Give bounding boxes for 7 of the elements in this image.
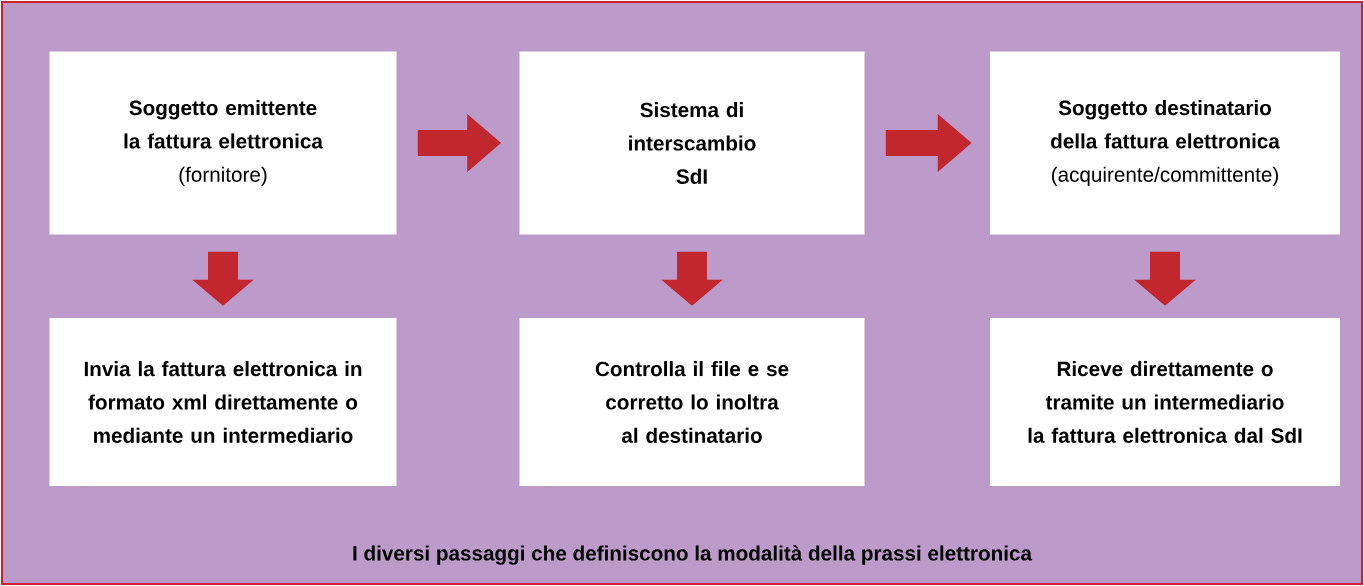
process-box: Soggetto destinatario della fattura elettronica (acquirente/committente) [990,51,1340,235]
process-box: Sistema di interscambio SdI [519,51,865,235]
caption: I diversi passaggi che definiscono la modalità della prassi elettronica [353,545,1033,565]
process-box: Riceve direttamente o tramite un intermediario la fattura elettronica dal SdI [990,318,1340,486]
process-box: Invia la fattura elettronica in formato xml direttamente o mediante un intermediario [49,318,397,486]
process-box: Soggetto emittente la fattura elettronica (fornitore) [49,51,397,235]
process-box: Controlla il file e se corretto lo inoltra al destinatario [519,318,865,486]
